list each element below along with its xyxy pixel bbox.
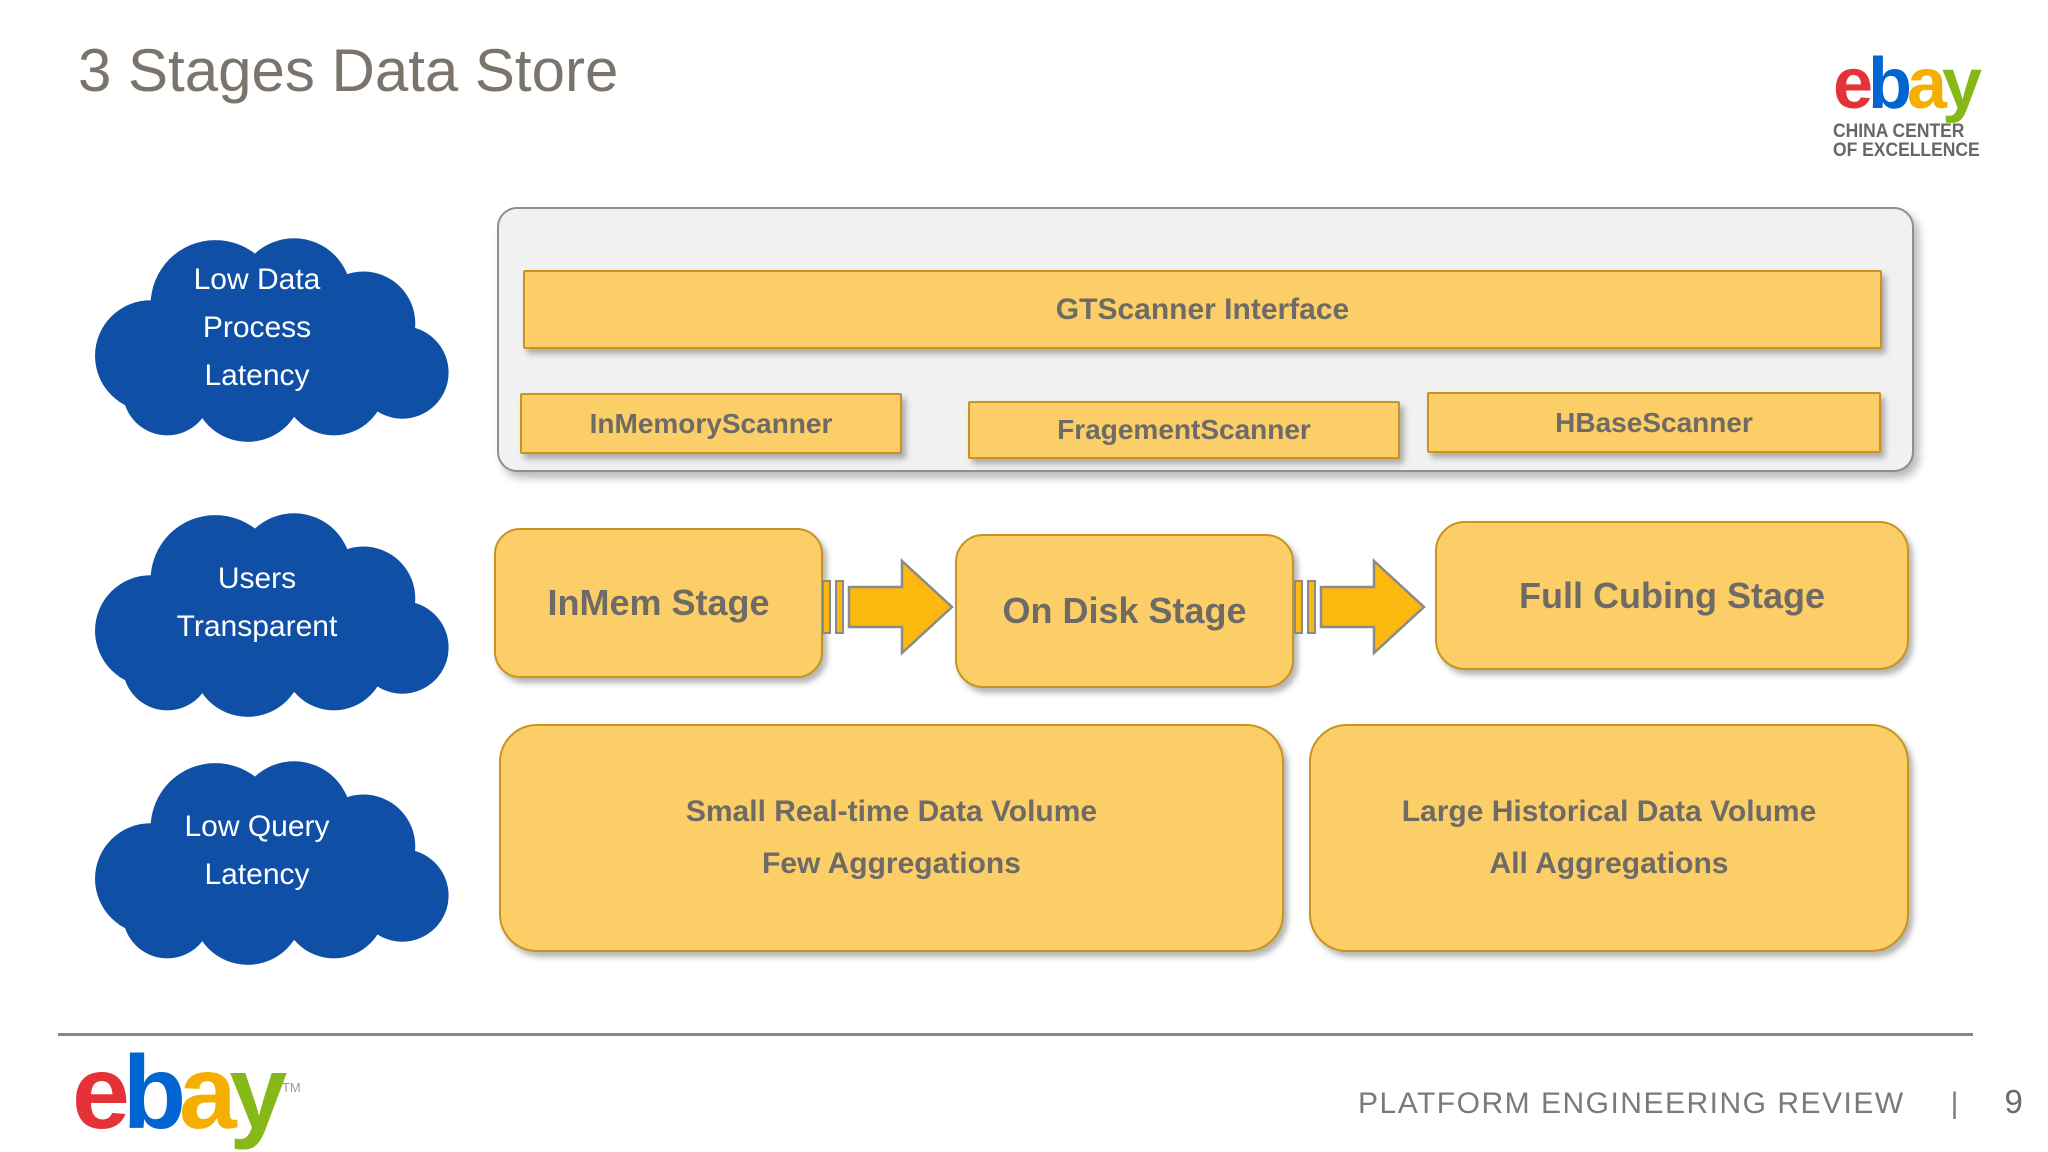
inmem-stage-box: InMem Stage <box>494 528 823 678</box>
cloud-label: Low Data Process Latency <box>193 263 321 392</box>
footer-right: PLATFORM ENGINEERING REVIEW | 9 <box>1358 1083 2023 1121</box>
footer-text: PLATFORM ENGINEERING REVIEW <box>1358 1087 1905 1120</box>
footer-divider-line <box>58 1033 1973 1036</box>
right-arrow-icon <box>822 558 954 656</box>
large-historical-volume-box: Large Historical Data Volume All Aggrega… <box>1309 724 1909 952</box>
gtscanner-interface-box: GTScanner Interface <box>523 270 1882 349</box>
ebay-wordmark-icon: ebay <box>1833 44 1982 124</box>
small-realtime-volume-box: Small Real-time Data Volume Few Aggregat… <box>499 724 1284 952</box>
full-cubing-stage-box: Full Cubing Stage <box>1435 521 1909 670</box>
fragementscanner-box: FragementScanner <box>968 401 1400 459</box>
ebay-logo-top: ebay CHINA CENTER OF EXCELLENCE <box>1833 44 1992 162</box>
page-number: 9 <box>2004 1083 2023 1120</box>
cloud-label: Users Transparent <box>176 562 338 643</box>
trademark-symbol: TM <box>281 1080 301 1096</box>
cloud-icon <box>95 761 449 965</box>
cloud-label: Low Query Latency <box>184 810 330 891</box>
page-title: 3 Stages Data Store <box>78 37 619 104</box>
inmemoryscanner-box: InMemoryScanner <box>520 393 902 454</box>
cloud-icon <box>95 513 449 717</box>
cloud-low-query-latency: Low Query Latency <box>58 733 456 969</box>
cloud-icon <box>95 238 449 442</box>
on-disk-stage-box: On Disk Stage <box>955 534 1294 688</box>
footer-separator: | <box>1950 1087 1959 1120</box>
logo-tagline: CHINA CENTER OF EXCELLENCE <box>1833 121 1980 162</box>
cloud-users-transparent: Users Transparent <box>58 485 456 721</box>
hbasescanner-box: HBaseScanner <box>1427 392 1881 453</box>
right-arrow-icon <box>1294 558 1426 656</box>
scanner-panel: GTScanner Interface InMemoryScanner Frag… <box>497 207 1914 472</box>
cloud-low-data-process-latency: Low Data Process Latency <box>58 210 456 446</box>
